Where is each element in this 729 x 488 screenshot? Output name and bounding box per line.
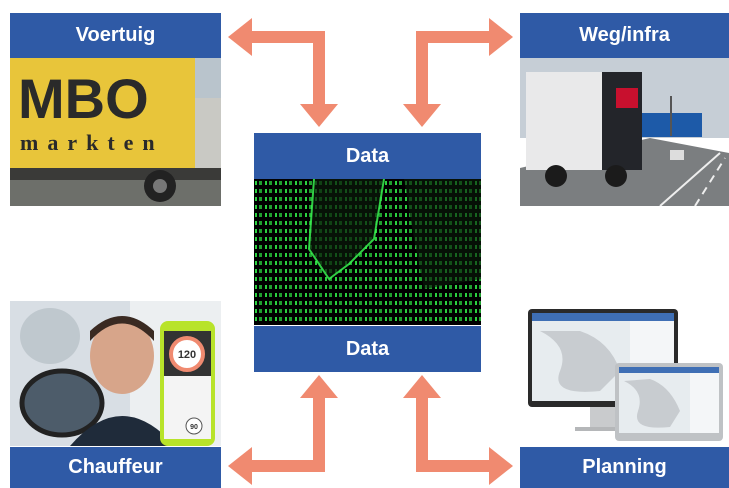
arrowhead-data-top-left [300,104,338,127]
phone-value2: 90 [190,424,198,431]
data-matrix-image [254,179,481,325]
driver-photo: 120 90 [10,301,221,446]
arrowhead-road [489,18,513,56]
arrowhead-data-top-right [403,104,441,127]
truck-brand-text: MBO [18,67,149,130]
arrow-vehicle-data [244,31,325,112]
arrowhead-data-bottom-left [300,375,338,398]
data-label-top: Data [254,133,481,179]
planning-label: Planning [520,447,729,488]
planning-photo [520,301,729,446]
arrowhead-planning [489,447,513,485]
vehicle-label: Voertuig [10,13,221,58]
arrowhead-data-bottom-right [403,375,441,398]
vehicle-photo: MBO markten [10,58,221,206]
arrowhead-vehicle [228,18,252,56]
arrow-driver-data [244,390,325,472]
data-label-bottom: Data [254,326,481,372]
driver-label: Chauffeur [10,447,221,488]
arrowhead-driver [228,447,252,485]
truck-subtext: markten [20,130,164,155]
arrow-planning-data [416,390,497,472]
road-photo [520,58,729,206]
road-label: Weg/infra [520,13,729,58]
arrow-road-data [416,31,497,112]
phone-speed: 120 [178,349,196,361]
